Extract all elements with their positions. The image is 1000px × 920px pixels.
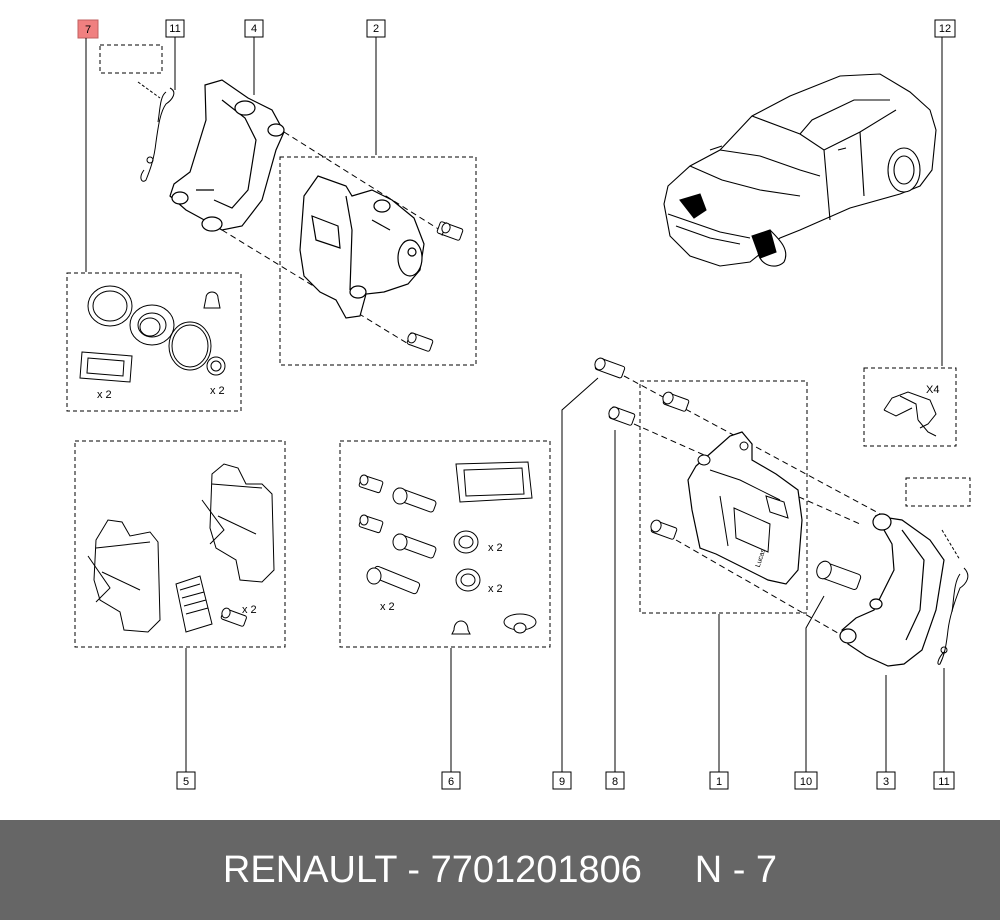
- brake-pad-icon: [87, 519, 161, 633]
- caliper-body-icon: [299, 175, 425, 319]
- callout-6[interactable]: 6: [441, 771, 461, 790]
- instruction-leaflet-icon: [175, 575, 213, 633]
- callout-1-label: 1: [716, 776, 722, 788]
- bleed-cap-icon: [203, 291, 221, 309]
- brake-caliper-exploded-diagram: 7 11 4 2 12 5: [66, 19, 971, 790]
- dust-seal-ring-icon: [87, 285, 133, 327]
- callout-4[interactable]: 4: [244, 19, 264, 38]
- clips-qty: X4: [926, 384, 939, 396]
- o-ring-icon: [168, 321, 212, 371]
- callout-12[interactable]: 12: [934, 19, 956, 38]
- callout-2[interactable]: 2: [366, 19, 386, 38]
- callout-10[interactable]: 10: [794, 771, 818, 790]
- seal-kit-qty-left: x 2: [97, 389, 112, 401]
- seal-kit-qty-right: x 2: [210, 385, 225, 397]
- pad-bolt-icon: [220, 607, 247, 627]
- bleed-cap-icon: [451, 620, 471, 635]
- callout-11-bottom[interactable]: 11: [933, 771, 955, 790]
- brake-pads-box: [74, 440, 286, 648]
- callout-5[interactable]: 5: [176, 771, 196, 790]
- pad-bolts-qty: x 2: [242, 604, 257, 616]
- caliper-bolt-icon: [406, 332, 434, 352]
- diagram-reference: N - 7: [694, 848, 778, 891]
- callout-3[interactable]: 3: [876, 771, 896, 790]
- anti-rattle-spring-right-icon: [937, 529, 969, 665]
- pad-clip-icon: [883, 391, 937, 437]
- callout-7[interactable]: 7: [77, 19, 99, 39]
- callout-6-label: 6: [448, 776, 454, 788]
- part-reference-footer: RENAULT - 7701201806 N - 7: [0, 820, 1000, 920]
- callout-7-label: 7: [85, 24, 91, 36]
- bolt-9-icon: [594, 357, 626, 379]
- grease-packet-icon: [79, 351, 133, 383]
- bolt-8-icon: [608, 406, 636, 426]
- callout-9-label: 9: [559, 776, 565, 788]
- bellow-icon: [206, 356, 226, 376]
- spring-placeholder-box: [99, 44, 163, 74]
- callout-8[interactable]: 8: [605, 771, 625, 790]
- piston-boot-icon: [129, 304, 175, 346]
- guide-pin-kit-icons: [358, 461, 537, 635]
- callout-3-label: 3: [883, 776, 889, 788]
- caliper-bolt-icon: [436, 221, 464, 241]
- caliper-bolt-icon: [662, 391, 690, 412]
- seal-kit-icons: [79, 285, 226, 383]
- caliper-carrier-icon: [169, 79, 285, 232]
- part-number: 7701201806: [430, 848, 642, 891]
- brake-pad-icon: [201, 463, 275, 583]
- callout-10-label: 10: [800, 776, 812, 788]
- callout-8-label: 8: [612, 776, 618, 788]
- bolt-10-icon: [816, 560, 862, 591]
- caliper-group-box: [279, 156, 477, 366]
- callout-11-top[interactable]: 11: [165, 19, 185, 38]
- clip-kit-box: [863, 367, 957, 447]
- callout-2-label: 2: [373, 23, 379, 35]
- caliper-carrier-right-icon: [839, 513, 945, 667]
- car-silhouette-icon: [663, 73, 937, 267]
- caliper-bolt-icon: [650, 519, 678, 540]
- callout-12-label: 12: [939, 23, 951, 35]
- spring-placeholder-box-right: [905, 477, 971, 507]
- brand-name: RENAULT: [222, 848, 397, 891]
- seal-kit-box: [66, 272, 242, 412]
- callout-5-label: 5: [183, 776, 189, 788]
- callout-9[interactable]: 9: [552, 771, 572, 790]
- footer-text: RENAULT - 7701201806 N - 7: [223, 849, 777, 892]
- boot-icon: [453, 530, 479, 554]
- caliper-body-right-icon: Lucas: [650, 391, 803, 585]
- callout-11-bottom-label: 11: [938, 776, 949, 788]
- anti-rattle-spring-icon: [137, 81, 175, 182]
- grease-packet-icon: [455, 461, 533, 503]
- boots-qty-2: x 2: [488, 583, 503, 595]
- caliper-group-box-right: [639, 380, 808, 614]
- callout-1[interactable]: 1: [709, 771, 729, 790]
- callout-11-top-label: 11: [169, 23, 180, 35]
- footer-separator: -: [396, 848, 431, 891]
- guide-pins-qty: x 2: [380, 601, 395, 613]
- boot-icon: [455, 568, 481, 592]
- footer-gap: [642, 849, 695, 891]
- boots-qty-1: x 2: [488, 542, 503, 554]
- guide-pin-kit-box: [339, 440, 551, 648]
- callout-4-label: 4: [251, 23, 257, 35]
